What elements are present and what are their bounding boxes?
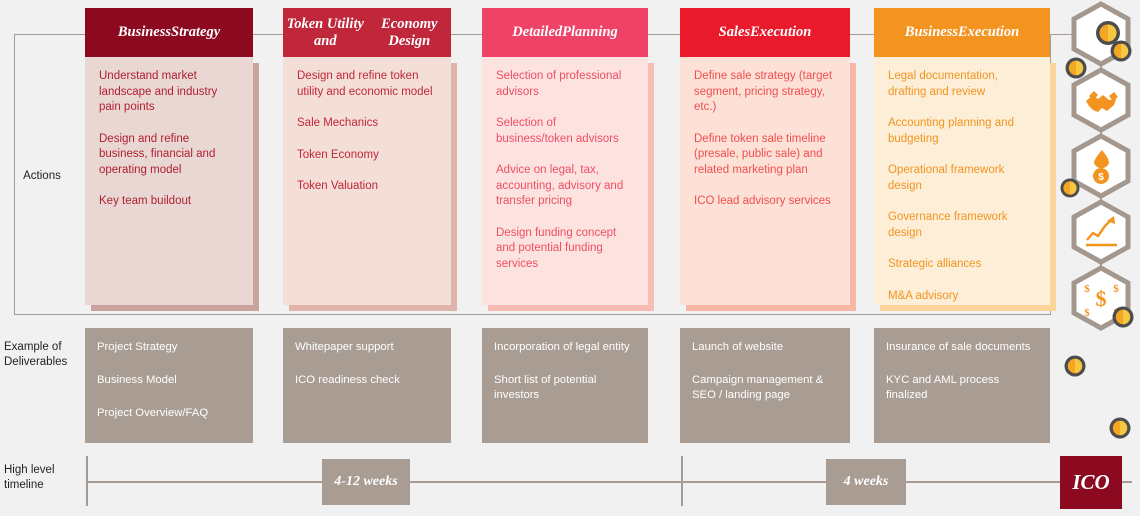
phase-header-4-line-1: Execution <box>957 24 1020 40</box>
action-card-body-3: Define sale strategy (target segment, pr… <box>680 57 850 305</box>
deliverable-item: Project Strategy <box>97 341 178 353</box>
timeline-milestone-label: ICO <box>1072 470 1110 494</box>
phase-header-3-line-0: Sales <box>718 24 751 40</box>
coin-dot-1 <box>1093 18 1123 53</box>
deliverable-item: Short list of potential investors <box>494 374 597 401</box>
action-card-1[interactable]: Design and refine token utility and econ… <box>283 57 457 311</box>
phase-header-0-line-1: Strategy <box>171 24 221 40</box>
timeline-tick-mid <box>681 456 683 506</box>
deliverable-item: Whitepaper support <box>295 341 394 353</box>
action-item: Key team buildout <box>99 195 192 207</box>
action-item: Define sale strategy (target segment, pr… <box>694 70 833 113</box>
deliverable-item: Business Model <box>97 374 177 386</box>
action-item: Selection of professional advisors <box>496 70 622 98</box>
action-item: Understand market landscape and industry… <box>99 70 218 113</box>
timeline-chip-0-label: 4-12 weeks <box>334 474 398 489</box>
phase-header-2-line-0: Detailed <box>512 24 563 40</box>
coin-dot-3 <box>1063 55 1089 86</box>
action-item: Design and refine business, financial an… <box>99 132 216 176</box>
coin-dot-6 <box>1062 353 1088 384</box>
action-item: Strategic alliances <box>888 258 982 270</box>
action-card-body-4: Legal documentation, drafting and review… <box>874 57 1050 305</box>
action-item: Token Economy <box>297 148 379 161</box>
action-card-4[interactable]: Legal documentation, drafting and review… <box>874 57 1056 311</box>
deliverable-item: Incorporation of legal entity <box>494 341 630 353</box>
deliverable-item: Project Overview/FAQ <box>97 407 209 419</box>
row-label-deliverables: Example of Deliverables <box>4 340 84 370</box>
deliverable-item: ICO readiness check <box>295 374 400 386</box>
deliverable-item: Campaign management & SEO / landing page <box>692 374 824 401</box>
timeline-chip-1: 4 weeks <box>826 459 906 505</box>
row-label-timeline: High level timeline <box>4 463 84 493</box>
action-item: M&A advisory <box>888 289 959 302</box>
action-card-body-0: Understand market landscape and industry… <box>85 57 253 305</box>
timeline-tick-start <box>86 456 88 506</box>
action-item: Sale Mechanics <box>297 117 379 129</box>
timeline-milestone-ico: ICO <box>1060 456 1122 509</box>
coin-dot-7 <box>1107 415 1133 446</box>
action-item: Accounting planning and budgeting <box>888 117 1014 145</box>
row-label-deliverables-l1: Example of <box>4 341 62 353</box>
money-drop-icon: $ <box>1071 133 1131 199</box>
coin-dot-2 <box>1108 38 1134 69</box>
row-label-deliverables-l2: Deliverables <box>4 356 68 368</box>
svg-text:$: $ <box>1098 172 1104 183</box>
deliverable-item: Insurance of sale documents <box>886 341 1031 353</box>
phase-header-3-line-1: Execution <box>750 24 812 40</box>
deliverable-item: Launch of website <box>692 341 784 353</box>
action-item: ICO lead advisory services <box>694 195 831 207</box>
phase-header-0-line-0: Business <box>117 24 172 40</box>
action-card-3[interactable]: Define sale strategy (target segment, pr… <box>680 57 856 311</box>
row-label-timeline-l1: High level <box>4 464 55 476</box>
action-item: Design and refine token utility and econ… <box>297 70 433 98</box>
coin-dot-4 <box>1058 176 1082 205</box>
phase-header-2-line-1: Planning <box>562 24 618 40</box>
timeline-chip-1-label: 4 weeks <box>843 474 889 489</box>
action-card-0[interactable]: Understand market landscape and industry… <box>85 57 259 311</box>
action-item: Advice on legal, tax, accounting, adviso… <box>496 164 624 207</box>
svg-text:$: $ <box>1113 283 1119 295</box>
action-item: Legal documentation, drafting and review <box>888 70 998 98</box>
row-label-timeline-l2: timeline <box>4 479 44 491</box>
timeline-chip-0: 4-12 weeks <box>322 459 410 505</box>
handshake-icon <box>1071 67 1131 133</box>
svg-text:$: $ <box>1085 308 1090 319</box>
phase-header-1[interactable]: Token Utility and Economy Design <box>283 8 451 57</box>
phase-header-4-line-0: Business <box>904 24 958 40</box>
row-label-actions-text: Actions <box>23 170 61 182</box>
coin-dot-5 <box>1110 304 1136 335</box>
action-item: Define token sale timeline (presale, pub… <box>694 132 826 176</box>
deliverable-item: KYC and AML process finalized <box>886 374 1000 401</box>
svg-text:$: $ <box>1096 286 1107 311</box>
row-label-actions: Actions <box>2 169 82 184</box>
action-item: Design funding concept and potential fun… <box>496 226 617 270</box>
action-item: Governance framework design <box>888 211 1008 239</box>
action-item: Selection of business/token advisors <box>496 117 619 145</box>
action-item: Operational framework design <box>888 164 1005 192</box>
phase-header-1-line-1: Economy Design <box>381 15 438 49</box>
svg-text:$: $ <box>1084 283 1090 295</box>
timeline-axis <box>86 481 1132 483</box>
action-card-body-1: Design and refine token utility and econ… <box>283 57 451 305</box>
growth-chart-icon <box>1071 199 1131 265</box>
phase-header-1-line-0: Token Utility and <box>286 15 364 49</box>
action-item: Token Valuation <box>297 180 378 192</box>
